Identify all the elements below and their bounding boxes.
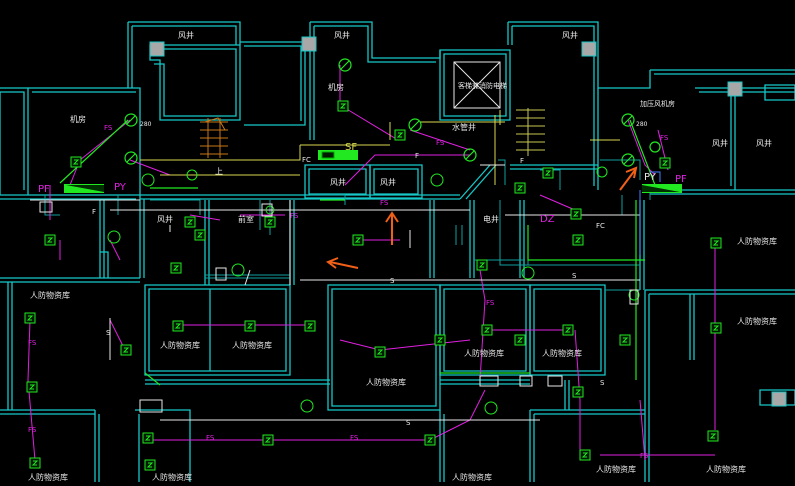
label-elevator-room: 前室 <box>238 214 254 224</box>
label-fan-mid-1: 风井 <box>330 177 346 187</box>
label-storage-3: 人防物资库 <box>232 340 272 350</box>
label-fs-2: FS <box>436 139 445 147</box>
label-fc-2: FC <box>596 222 605 230</box>
blue-lines <box>639 171 661 255</box>
label-s-3: S <box>406 419 411 427</box>
meter-symbols <box>107 166 640 415</box>
label-fan-mid-2: 风井 <box>380 177 396 187</box>
label-storage-7: 人防物资库 <box>737 236 777 246</box>
label-fs-10: FS <box>28 426 37 434</box>
label-sf: SF <box>345 142 357 153</box>
label-fs-8: FS <box>486 299 495 307</box>
label-storage-11: 人防物资库 <box>152 472 192 482</box>
label-fan-room-3: 风井 <box>562 30 578 40</box>
label-f-3: F <box>520 157 524 165</box>
small-symbols <box>39 201 639 413</box>
label-s-4: S <box>106 329 111 337</box>
label-fan-room-2: 风井 <box>334 30 350 40</box>
label-duct-right-1: 风井 <box>712 138 728 148</box>
fan-symbols <box>124 58 661 167</box>
label-shaft-left: 风井 <box>157 214 173 224</box>
stair-left <box>200 117 228 158</box>
label-pf-left: PF <box>38 184 50 195</box>
label-pf-right: PF <box>675 174 687 185</box>
label-elevator: 客梯兼消防电梯 <box>458 81 507 90</box>
label-fs-6: FS <box>350 434 359 442</box>
label-fs-1: FS <box>104 124 113 132</box>
label-fs-9: FS <box>28 339 37 347</box>
label-num-right: 280 <box>636 121 648 128</box>
elevator-symbol <box>453 61 501 109</box>
label-storage-6: 人防物资库 <box>542 348 582 358</box>
walls <box>0 21 795 482</box>
label-s-2: S <box>572 272 577 280</box>
label-storage-5: 人防物资库 <box>464 348 504 358</box>
orange-arrows <box>325 166 638 269</box>
label-storage-13: 人防物资库 <box>452 472 492 482</box>
label-s-1: S <box>390 277 395 285</box>
label-machine-room: 机房 <box>70 114 86 124</box>
device-boxes <box>24 100 722 471</box>
label-fc-1: FC <box>302 156 311 164</box>
label-f-1: F <box>415 152 419 160</box>
label-storage-9: 人防物资库 <box>706 464 746 474</box>
label-fs-3: FS <box>380 199 389 207</box>
label-storage-4: 人防物资库 <box>366 377 406 387</box>
labels: 风井 风井 风井 机房 机房 客梯兼消防电梯 水管井 加压风机房 风井 风井 风… <box>28 30 777 482</box>
label-machine-room-2: 机房 <box>328 82 344 92</box>
label-storage-10: 人防物资库 <box>596 464 636 474</box>
label-fs-5: FS <box>206 434 215 442</box>
label-py-right: PY <box>644 172 657 183</box>
fan-units <box>64 150 682 193</box>
label-pipe-well: 电井 <box>483 214 499 224</box>
stair-right <box>516 108 545 156</box>
label-fan-room-1: 风井 <box>178 30 194 40</box>
duct-lines <box>140 110 620 185</box>
label-water-pipe: 水管井 <box>452 122 476 132</box>
label-duct-right-2: 风井 <box>756 138 772 148</box>
label-num-left: 280 <box>140 121 152 128</box>
label-storage-1: 人防物资库 <box>30 290 70 300</box>
label-fs-11: FS <box>660 134 669 142</box>
label-fs-4: FS <box>290 212 299 220</box>
label-smoke-exhaust: 加压风机房 <box>640 99 675 108</box>
label-dz: DZ <box>540 214 555 225</box>
label-s-5: S <box>600 379 605 387</box>
label-storage-2: 人防物资库 <box>160 340 200 350</box>
label-fs-7: FS <box>640 452 649 460</box>
label-f-2: F <box>92 208 96 216</box>
label-storage-8: 人防物资库 <box>737 316 777 326</box>
columns <box>149 36 787 407</box>
label-py-left: PY <box>114 182 127 193</box>
white-lines <box>30 164 640 421</box>
label-up: 上 <box>215 167 223 176</box>
label-storage-12: 人防物资库 <box>28 472 68 482</box>
